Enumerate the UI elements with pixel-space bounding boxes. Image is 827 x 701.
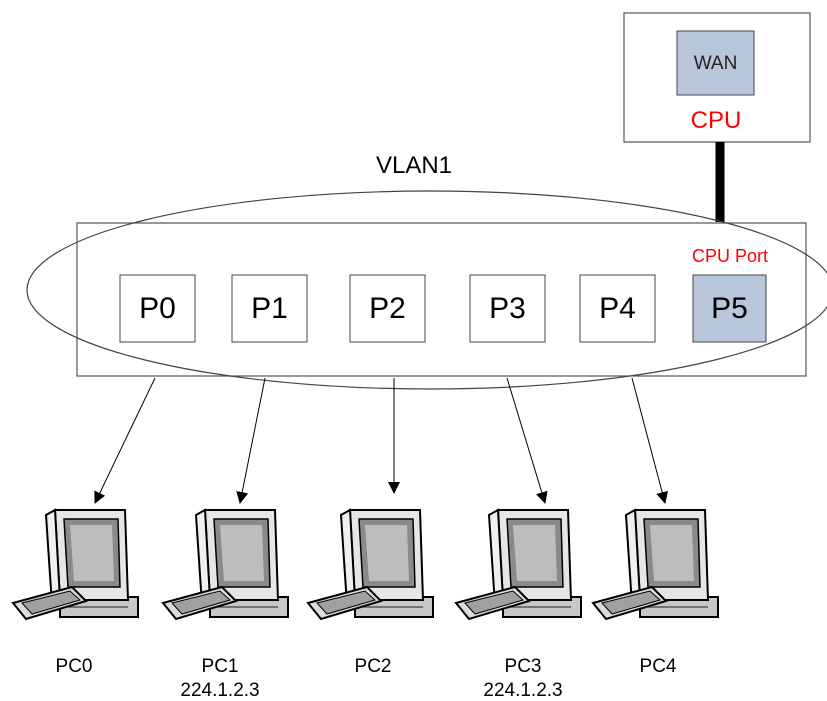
desktop-computer-icon <box>161 508 289 621</box>
ports-group: P0 P1 P2 P3 P4 P5 <box>119 274 767 343</box>
desktop-computer-icon <box>11 508 139 621</box>
arrow-p4-pc4 <box>631 377 668 504</box>
pc-group: PC0 PC1 224.1.2.3 <box>11 508 719 701</box>
switch-box <box>76 222 807 377</box>
vlan-ellipse <box>26 190 827 390</box>
port-p4: P4 <box>579 274 656 343</box>
port-p3: P3 <box>469 274 546 343</box>
pc-ip: 224.1.2.3 <box>483 680 562 701</box>
pc-name: PC4 <box>640 656 677 677</box>
port-label: P1 <box>251 292 288 325</box>
desktop-computer-icon <box>306 508 434 621</box>
pc3: PC3 224.1.2.3 <box>454 508 582 701</box>
pc-name: PC2 <box>355 656 392 677</box>
port-p2: P2 <box>349 274 426 343</box>
arrow-p3-pc3 <box>506 377 548 504</box>
cpu-label: CPU <box>691 107 742 134</box>
pc-name: PC1 <box>202 656 239 677</box>
desktop-computer-icon <box>454 508 582 621</box>
port-label: P5 <box>711 292 748 325</box>
vlan-label: VLAN1 <box>376 152 452 179</box>
port-label: P0 <box>139 292 176 325</box>
pc2: PC2 <box>306 508 434 677</box>
pc0: PC0 <box>11 508 139 677</box>
connection-arrows <box>94 377 668 504</box>
pc1: PC1 224.1.2.3 <box>161 508 289 701</box>
arrow-p1-pc1 <box>236 377 266 504</box>
desktop-computer-icon <box>591 508 719 621</box>
port-label: P2 <box>369 292 406 325</box>
cpu-box: WAN CPU <box>623 12 811 143</box>
pc4: PC4 <box>591 508 719 677</box>
wan-box <box>676 30 755 96</box>
wan-label: WAN <box>694 53 738 74</box>
pc-name: PC3 <box>505 656 542 677</box>
port-p1: P1 <box>231 274 308 343</box>
port-p5: P5 <box>692 274 767 343</box>
port-p0: P0 <box>119 274 196 343</box>
port-label: P4 <box>599 292 636 325</box>
arrow-p0-pc0 <box>94 377 156 504</box>
cpu-port-label: CPU Port <box>692 246 768 266</box>
port-label: P3 <box>489 292 526 325</box>
pc-ip: 224.1.2.3 <box>180 680 259 701</box>
pc-name: PC0 <box>56 656 93 677</box>
